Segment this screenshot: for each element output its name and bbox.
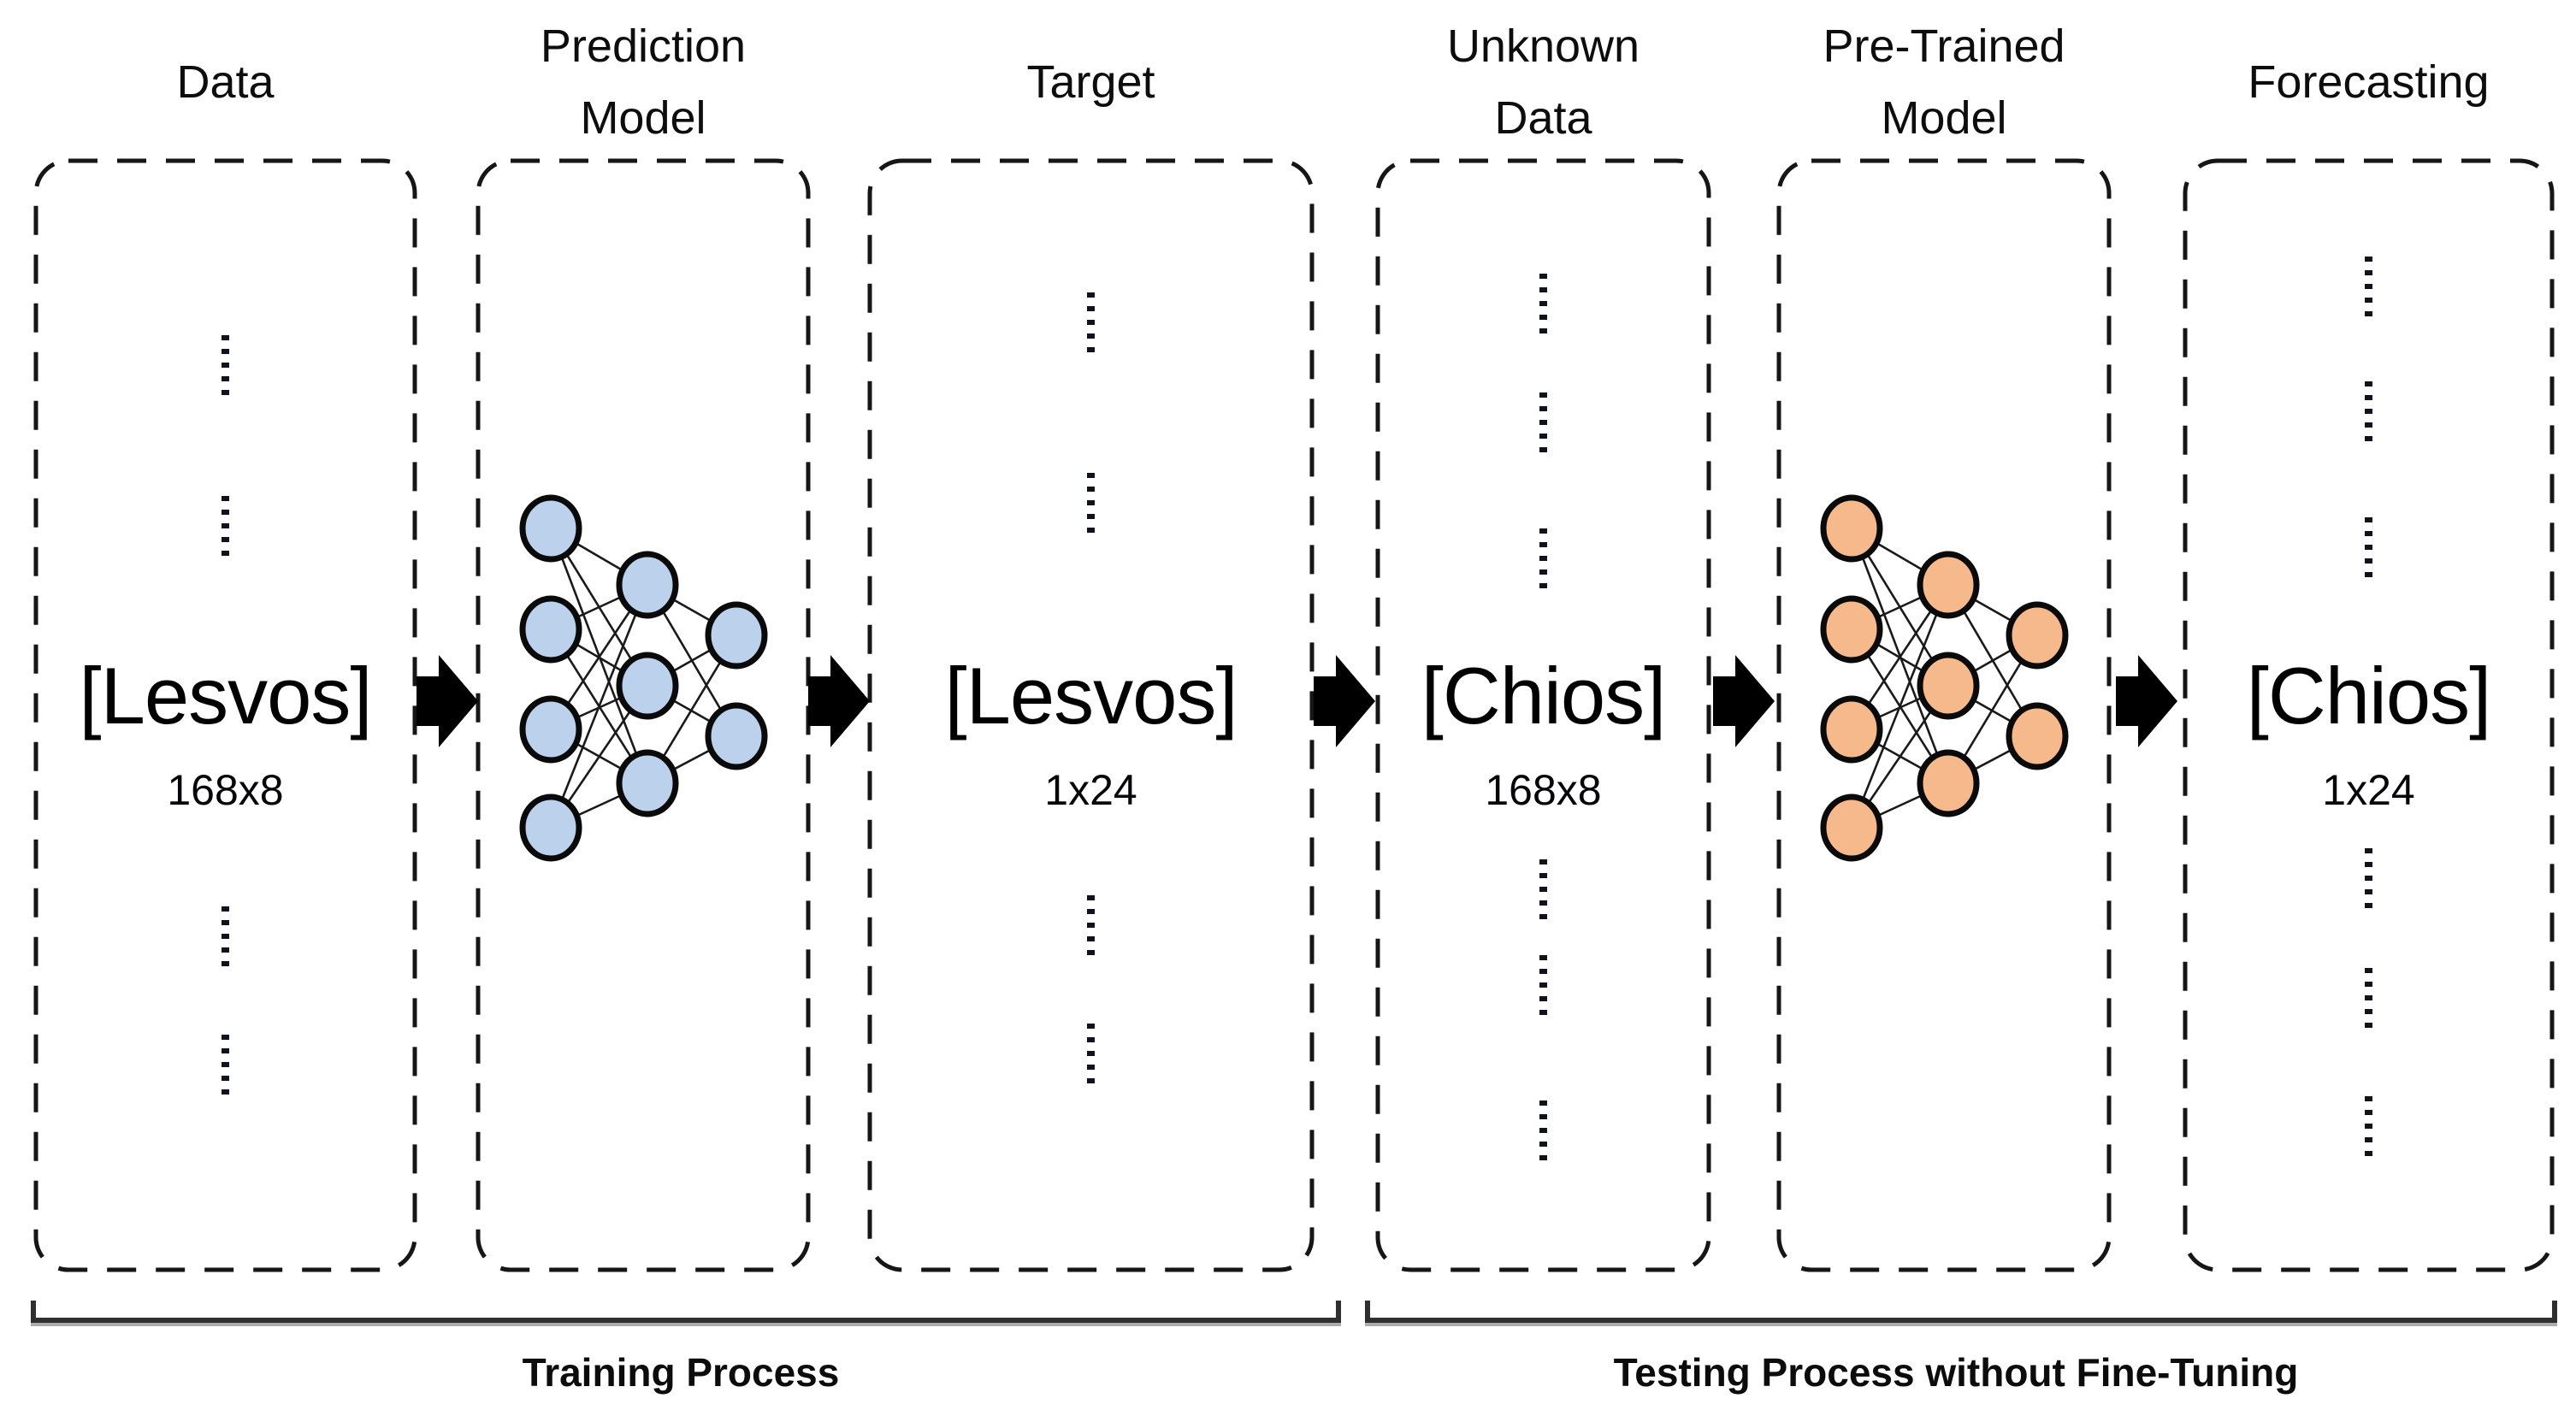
neural-network-diagram xyxy=(1820,494,2069,862)
neural-network-diagram xyxy=(519,494,768,862)
network-node xyxy=(705,601,768,670)
vertical-ellipsis xyxy=(1539,392,1547,452)
flow-arrow-icon xyxy=(1713,655,1775,747)
network-node xyxy=(519,695,582,764)
stage-label: Prediction Model xyxy=(458,10,828,154)
network-node xyxy=(1820,794,1883,862)
network-node xyxy=(2006,702,2069,770)
stage-label-line: Prediction xyxy=(540,21,747,72)
training-process-brace xyxy=(31,1301,1341,1323)
network-nodes xyxy=(519,494,768,862)
stage-label: Unknown Data xyxy=(1358,10,1728,154)
dataset-name: [Chios] xyxy=(1421,651,1667,741)
network-node xyxy=(705,702,768,770)
stage-prediction-model: Prediction Model xyxy=(476,21,811,1272)
vertical-ellipsis xyxy=(1539,1100,1547,1160)
stage-label-line: Forecasting xyxy=(2248,56,2490,108)
vertical-ellipsis xyxy=(222,335,229,395)
vertical-ellipsis xyxy=(2365,968,2372,1028)
process-label: Testing Process without Fine-Tuning xyxy=(1613,1350,2299,1395)
stage-label: Forecasting xyxy=(2165,10,2572,154)
stage-data: Data [Lesvos] 168x8 xyxy=(33,56,417,1272)
vertical-ellipsis xyxy=(2365,257,2372,316)
network-node xyxy=(519,794,582,862)
dashed-box-frame xyxy=(867,158,1315,1272)
network-node xyxy=(1820,494,1883,563)
vertical-ellipsis xyxy=(2365,1096,2372,1156)
stage-target: Target [Lesvos] 1x24 xyxy=(867,56,1315,1272)
network-node xyxy=(1917,652,1980,720)
dataset-dims: 168x8 xyxy=(1485,766,1602,814)
vertical-ellipsis xyxy=(1087,895,1095,955)
flow-arrow-icon xyxy=(2116,655,2177,747)
network-node xyxy=(616,652,679,720)
stage-label-line: Target xyxy=(1026,56,1155,108)
dataset-dims: 168x8 xyxy=(167,766,284,814)
stage-label: Pre-Trained Model xyxy=(1759,10,2129,154)
dashed-box-frame xyxy=(1375,158,1711,1272)
flow-arrow-icon xyxy=(417,655,478,747)
testing-process-brace xyxy=(1365,1301,2557,1323)
network-node xyxy=(1820,695,1883,764)
stage-forecasting: Forecasting [Chios] 1x24 xyxy=(2183,56,2555,1272)
dataset-name: [Lesvos] xyxy=(79,651,372,741)
network-node xyxy=(519,494,582,563)
stage-pre-trained-model: Pre-Trained Model xyxy=(1776,21,2112,1272)
vertical-ellipsis xyxy=(2365,517,2372,577)
dashed-box-frame xyxy=(33,158,417,1272)
flow-arrow-icon xyxy=(1314,655,1375,747)
network-node xyxy=(519,595,582,664)
vertical-ellipsis xyxy=(222,1035,229,1095)
stage-label: Data xyxy=(16,10,434,154)
vertical-ellipsis xyxy=(1087,292,1095,352)
dashed-box-frame xyxy=(1776,158,2112,1272)
dataset-dims: 1x24 xyxy=(2322,766,2415,814)
network-node xyxy=(1917,551,1980,619)
stage-label-line: Model xyxy=(1881,92,2007,144)
flow-arrow-icon xyxy=(808,655,870,747)
vertical-ellipsis xyxy=(1539,274,1547,333)
dataset-name: [Lesvos] xyxy=(944,651,1238,741)
stage-label-line: Data xyxy=(176,56,275,108)
network-node xyxy=(2006,601,2069,670)
stage-label-line: Unknown xyxy=(1446,21,1640,72)
vertical-ellipsis xyxy=(1539,955,1547,1015)
network-node xyxy=(616,749,679,817)
vertical-ellipsis xyxy=(222,906,229,966)
vertical-ellipsis xyxy=(1087,1024,1095,1083)
stage-label-line: Model xyxy=(580,92,706,144)
stage-label-line: Pre-Trained xyxy=(1823,21,2065,72)
stage-label-line: Data xyxy=(1494,92,1592,144)
stage-label: Target xyxy=(850,10,1332,154)
vertical-ellipsis xyxy=(1087,473,1095,533)
process-label: Training Process xyxy=(522,1350,840,1395)
dashed-box-frame xyxy=(2183,158,2555,1272)
vertical-ellipsis xyxy=(2365,848,2372,908)
dataset-dims: 1x24 xyxy=(1044,766,1137,814)
network-node xyxy=(1917,749,1980,817)
vertical-ellipsis xyxy=(1539,859,1547,919)
vertical-ellipsis xyxy=(1539,528,1547,588)
vertical-ellipsis xyxy=(2365,381,2372,441)
network-nodes xyxy=(1820,494,2069,862)
network-node xyxy=(1820,595,1883,664)
dataset-name: [Chios] xyxy=(2246,651,2492,741)
vertical-ellipsis xyxy=(222,496,229,556)
stage-unknown-data: Unknown Data [Chios] 168x8 xyxy=(1375,21,1711,1272)
network-node xyxy=(616,551,679,619)
